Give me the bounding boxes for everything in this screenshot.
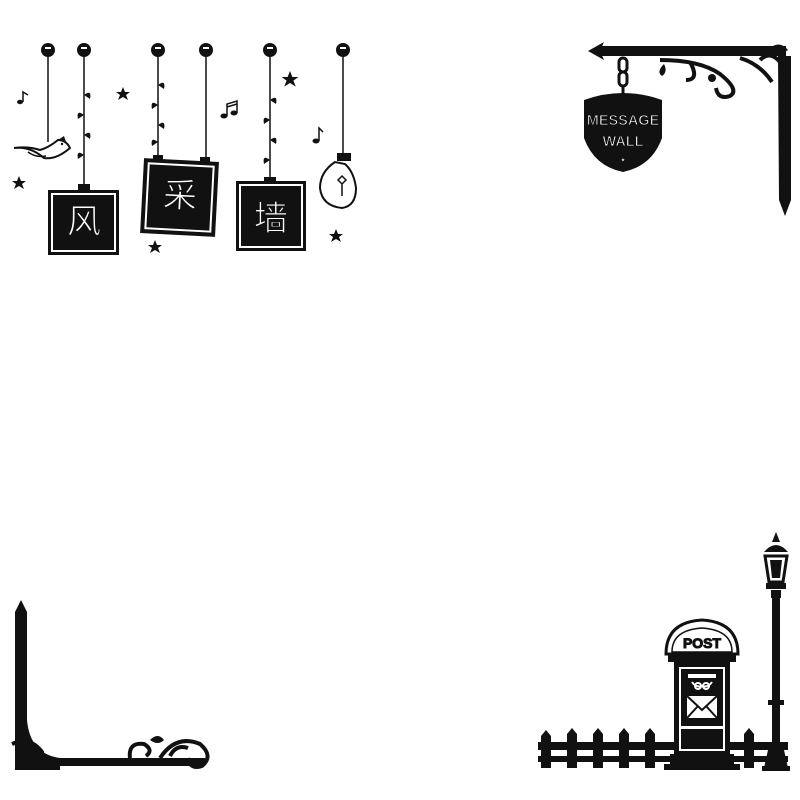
fence-icon [538, 728, 788, 768]
message-wall-sign-group: MESSAGE WALL ★ [584, 42, 791, 216]
frame-2: 采 [140, 158, 219, 237]
star-icon [12, 71, 343, 253]
bracket-scrollwork [659, 53, 782, 99]
postbox-slot-ornament [691, 681, 713, 690]
corner-scrollwork [11, 739, 210, 771]
bracket-arm [600, 46, 786, 56]
sign-line-2: WALL [602, 134, 643, 150]
frame-2-char: 采 [162, 175, 198, 217]
frame-3: 墙 [236, 181, 306, 251]
postbox-icon: POST [664, 618, 740, 770]
corner-rail [40, 758, 205, 766]
shield-plaque [584, 93, 662, 172]
street-scene-group: POST [538, 532, 790, 771]
music-note-icon [17, 90, 324, 144]
jar-icon [318, 153, 358, 210]
frame-1: 风 [48, 190, 119, 255]
bracket-leaf-icon [659, 44, 788, 82]
bracket-post [778, 56, 791, 216]
bracket-arrow-tip [588, 42, 604, 60]
hanging-frames-group: 风 采 墙 [12, 43, 358, 255]
sign-line-1: MESSAGE [587, 113, 660, 129]
envelope-icon [686, 695, 718, 719]
corner-bracket-group [11, 600, 210, 771]
sign-star: ★ [619, 155, 628, 166]
frame-1-char: 风 [67, 202, 101, 242]
hanging-strings [47, 56, 344, 186]
chain-icon [617, 56, 629, 96]
lantern-icon [762, 532, 790, 771]
corner-leaf-icon [22, 736, 164, 760]
vine-leaves [77, 82, 277, 164]
postbox-label: POST [683, 635, 722, 651]
pin-icon [41, 43, 350, 57]
bird-icon [13, 136, 72, 160]
frame-3-char: 墙 [254, 199, 288, 239]
corner-post [15, 600, 27, 740]
